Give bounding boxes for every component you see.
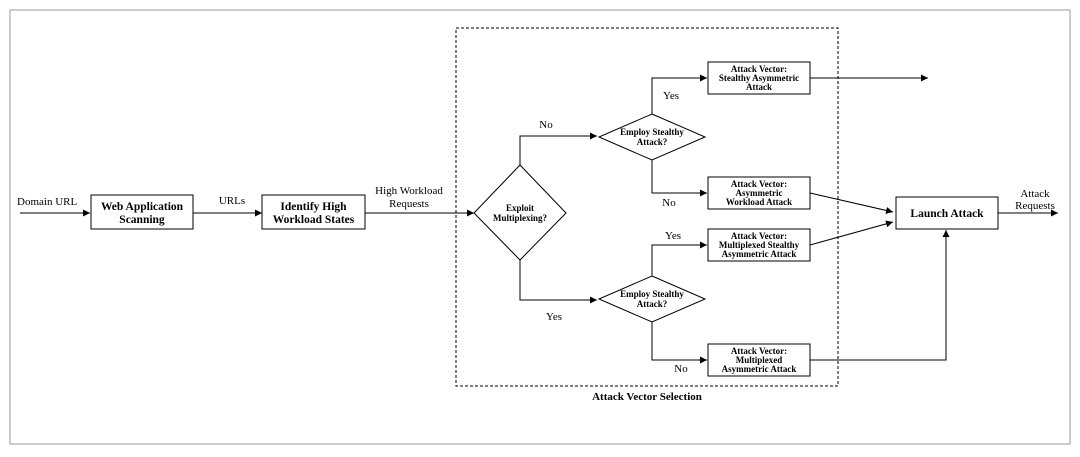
svg-text:Stealthy Asymmetric: Stealthy Asymmetric (719, 73, 799, 83)
label-yes-lower: Yes (546, 311, 562, 323)
box-vector-multiplexed-stealthy: Attack Vector: Multiplexed Stealthy Asym… (707, 228, 811, 262)
svg-text:Identify High: Identify High (280, 201, 347, 213)
attack-vector-selection-group (455, 27, 839, 387)
decision-stealthy-top: Employ Stealthy Attack? (597, 113, 707, 161)
svg-text:Asymmetric Attack: Asymmetric Attack (722, 249, 797, 259)
svg-text:Attack?: Attack? (637, 137, 668, 147)
box-vector-stealthy-asymmetric: Attack Vector: Stealthy Asymmetric Attac… (707, 61, 811, 95)
label-high-workload-requests-2: Requests (389, 198, 429, 210)
label-yes-bottom-top: Yes (665, 230, 681, 242)
svg-text:Multiplexing?: Multiplexing? (493, 213, 547, 223)
label-no-top-bottom: No (662, 197, 676, 209)
svg-text:Exploit: Exploit (506, 203, 534, 213)
svg-text:Attack Vector:: Attack Vector: (731, 179, 787, 189)
label-no-bottom: No (674, 363, 688, 375)
edge-vector4-to-launch (810, 230, 950, 361)
label-high-workload-requests-1: High Workload (375, 185, 443, 197)
svg-text:Scanning: Scanning (119, 214, 165, 226)
edge-stealthy-top-yes (651, 74, 707, 114)
box-vector-asymmetric-workload: Attack Vector: Asymmetric Workload Attac… (707, 176, 811, 210)
label-attack-requests-1: Attack (1020, 188, 1050, 200)
svg-text:Asymmetric: Asymmetric (736, 188, 783, 198)
svg-text:Attack Vector:: Attack Vector: (731, 64, 787, 74)
edge-stealthy-bottom-yes (651, 241, 707, 276)
edge-exploit-to-stealthy-bottom (519, 260, 597, 304)
label-urls: URLs (219, 195, 245, 207)
svg-text:Attack Vector:: Attack Vector: (731, 346, 787, 356)
svg-text:Employ Stealthy: Employ Stealthy (620, 127, 684, 137)
svg-text:Multiplexed: Multiplexed (736, 355, 783, 365)
svg-text:Multiplexed Stealthy: Multiplexed Stealthy (719, 240, 800, 250)
label-no-upper: No (539, 119, 553, 131)
svg-text:Asymmetric Attack: Asymmetric Attack (722, 364, 797, 374)
edge-stealthy-top-no (651, 160, 707, 197)
decision-exploit-multiplexing: Exploit Multiplexing? (473, 164, 567, 261)
svg-text:Employ Stealthy: Employ Stealthy (620, 289, 684, 299)
edge-vector3-to-launch (809, 220, 894, 246)
svg-text:Attack?: Attack? (637, 299, 668, 309)
svg-text:Launch Attack: Launch Attack (910, 208, 984, 220)
edge-vector2-to-launch (809, 192, 894, 214)
svg-text:Workload Attack: Workload Attack (726, 197, 792, 207)
box-web-application-scanning: Web Application Scanning (90, 194, 194, 230)
label-attack-requests-2: Requests (1015, 200, 1055, 212)
label-domain-url: Domain URL (17, 196, 77, 208)
outer-frame (9, 9, 1071, 445)
box-vector-multiplexed-asymmetric: Attack Vector: Multiplexed Asymmetric At… (707, 343, 811, 377)
decision-stealthy-bottom: Employ Stealthy Attack? (597, 275, 707, 323)
svg-text:Attack: Attack (746, 82, 772, 92)
svg-text:Attack Vector:: Attack Vector: (731, 231, 787, 241)
box-identify-high-workload-states: Identify High Workload States (261, 194, 366, 230)
box-launch-attack: Launch Attack (895, 196, 999, 230)
svg-text:Web Application: Web Application (101, 201, 184, 213)
label-yes-top: Yes (663, 90, 679, 102)
group-title: Attack Vector Selection (592, 391, 702, 403)
edge-stealthy-bottom-no (651, 322, 707, 364)
edge-exploit-to-stealthy-top (519, 132, 597, 165)
svg-text:Workload States: Workload States (273, 214, 355, 226)
